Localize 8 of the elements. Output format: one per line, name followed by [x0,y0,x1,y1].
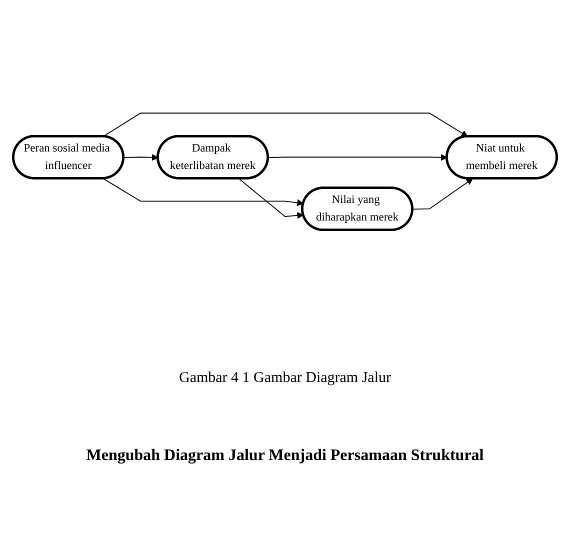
section-heading: Mengubah Diagram Jalur Menjadi Persamaan Struktural [86,447,484,465]
arrow [412,178,473,210]
arrow [123,154,158,160]
arrow [102,178,304,206]
arrow [268,154,448,160]
arrow [102,112,468,136]
figure-caption: Gambar 4 1 Gambar Diagram Jalur [178,370,392,387]
arrow [238,178,304,218]
